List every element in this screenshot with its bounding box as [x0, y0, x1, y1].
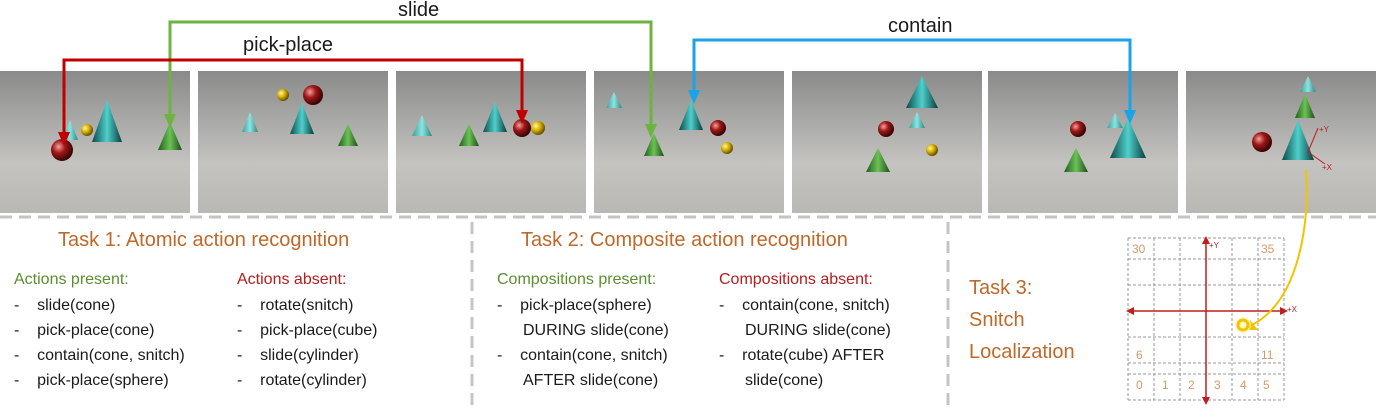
- grid-cell-label: 30: [1132, 242, 1146, 256]
- sphere-icon: [513, 119, 531, 137]
- grid-plus-x-label: +X: [1287, 305, 1298, 314]
- task3-line-1: Task 3:: [969, 277, 1033, 299]
- cone-icon: [459, 124, 479, 146]
- grid-cell-label: 2: [1188, 378, 1195, 392]
- video-frame-5: [792, 71, 982, 213]
- frame-4-objects: [606, 92, 733, 156]
- contain-label: contain: [888, 15, 953, 37]
- frame-7-objects: [1252, 76, 1326, 165]
- snitch-icon: [721, 142, 733, 154]
- grid-cell-label: 1: [1162, 378, 1169, 392]
- cone-icon: [412, 115, 432, 136]
- grid-plus-y-label: +Y: [1209, 241, 1220, 250]
- task2-absent-item-cont: slide(cone): [745, 372, 824, 389]
- task1-absent-header: Actions absent:: [237, 271, 347, 288]
- grid-cell-label: 11: [1261, 348, 1274, 362]
- frame-6-objects: [1064, 113, 1146, 172]
- sphere-icon: [51, 139, 73, 161]
- task1-absent-item: - rotate(snitch): [237, 297, 354, 314]
- grid-cell-label: 5: [1263, 378, 1270, 392]
- task3-line-2: Snitch: [969, 309, 1025, 331]
- frame-5-objects: [866, 76, 938, 172]
- sphere-icon: [878, 121, 894, 137]
- snitch-icon: [81, 124, 93, 136]
- task2-present-header: Compositions present:: [497, 271, 657, 288]
- task2-absent-item-cont: DURING slide(cone): [745, 322, 891, 339]
- task1-absent-item: - pick-place(cube): [237, 322, 378, 339]
- sphere-icon: [303, 85, 323, 105]
- task2-present-item-cont: DURING slide(cone): [523, 322, 669, 339]
- task1-absent-item: - slide(cylinder): [237, 347, 359, 364]
- sphere-icon: [1070, 121, 1086, 137]
- task1-present-item: - pick-place(cone): [14, 322, 155, 339]
- cone-icon: [906, 76, 938, 108]
- task2-present-item: - contain(cone, snitch): [497, 347, 668, 364]
- video-frame-2: [198, 71, 388, 213]
- grid-cell-label: 0: [1136, 378, 1143, 392]
- pick-place-arrow: [58, 58, 528, 146]
- cone-icon: [242, 112, 258, 132]
- cone-icon: [1300, 76, 1316, 92]
- grid-cell-label: 35: [1261, 242, 1275, 256]
- task1-absent-item: - rotate(cylinder): [237, 372, 367, 389]
- slide-label: slide: [398, 0, 440, 21]
- task2-title: Task 2: Composite action recognition: [521, 229, 848, 251]
- cone-icon: [1282, 120, 1314, 160]
- cone-icon: [1110, 118, 1146, 158]
- task2-absent-header: Compositions absent:: [719, 271, 873, 288]
- cone-icon: [483, 102, 507, 132]
- task1-present-item: - contain(cone, snitch): [14, 347, 185, 364]
- grid-axes: [1126, 236, 1288, 405]
- snitch-icon: [277, 89, 289, 101]
- grid-cell-label: 4: [1240, 378, 1247, 392]
- video-frame-3: [396, 71, 586, 213]
- frame-1-objects: [51, 100, 182, 161]
- grid-cell-label: 3: [1214, 378, 1221, 392]
- task1-present-item: - pick-place(sphere): [14, 372, 169, 389]
- task2-present-item: - pick-place(sphere): [497, 297, 652, 314]
- cone-icon: [1064, 148, 1088, 172]
- task2-absent-item: - contain(cone, snitch): [719, 297, 890, 314]
- sphere-icon: [710, 120, 726, 136]
- video-frame-7: [1186, 71, 1376, 213]
- cone-icon: [158, 122, 182, 150]
- snitch-marker-icon: [1236, 318, 1250, 332]
- contain-arrow: [688, 38, 1136, 124]
- grid-cell-label: 6: [1136, 348, 1143, 362]
- sphere-icon: [1252, 132, 1272, 152]
- task1-title: Task 1: Atomic action recognition: [58, 229, 350, 251]
- snitch-pointer-line: [1251, 169, 1308, 326]
- snitch-icon: [531, 121, 545, 135]
- frame-plus-x-label: +X: [1322, 163, 1333, 172]
- snitch-icon: [926, 144, 938, 156]
- task2-absent-item: - rotate(cube) AFTER: [719, 347, 885, 364]
- cone-icon: [909, 112, 925, 128]
- frame-3-objects: [412, 102, 545, 146]
- video-frame-4: [594, 71, 784, 213]
- cone-icon: [290, 103, 314, 134]
- frame-2-objects: [242, 85, 358, 146]
- cone-icon: [644, 133, 664, 156]
- slide-arrow: [164, 20, 657, 138]
- cone-icon: [866, 148, 890, 172]
- cone-icon: [92, 100, 122, 142]
- pick-place-label: pick-place: [243, 34, 334, 56]
- task1-present-item: - slide(cone): [14, 297, 116, 314]
- cone-icon: [1107, 113, 1123, 128]
- task2-present-item-cont: AFTER slide(cone): [523, 372, 659, 389]
- cone-icon: [679, 100, 703, 130]
- cone-icon: [1295, 94, 1315, 118]
- cone-icon: [606, 92, 622, 108]
- video-frame-6: [988, 71, 1178, 213]
- cone-icon: [338, 124, 358, 146]
- task3-line-3: Localization: [969, 341, 1075, 363]
- frame-plus-y-label: +Y: [1319, 125, 1330, 134]
- task1-present-header: Actions present:: [14, 271, 129, 288]
